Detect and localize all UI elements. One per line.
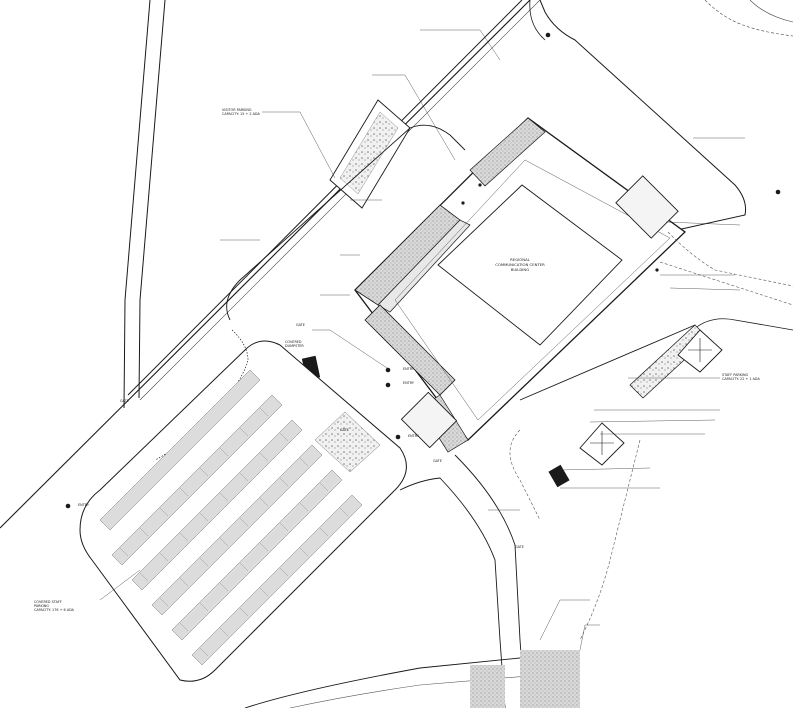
east-road-edge-2 xyxy=(659,261,793,306)
upper-diagonal-road-inner xyxy=(139,0,541,401)
bottom-road xyxy=(244,655,541,708)
covered-parking-stall-ticks xyxy=(119,407,349,657)
south-road-curve xyxy=(509,429,541,521)
north-arrow-markers xyxy=(65,32,781,509)
entry-label-2: ENTRY xyxy=(403,381,414,385)
building-label-line1: REGIONAL xyxy=(510,257,530,262)
equipment-pad-2-x xyxy=(590,431,614,455)
covered-parking-ada xyxy=(314,411,381,473)
bottom-stipple-area xyxy=(520,650,580,708)
building-front-wall xyxy=(377,219,471,313)
entry-label-3: ENTRY xyxy=(408,434,419,438)
top-right-arc xyxy=(749,0,793,23)
equipment-pad-1-x xyxy=(688,338,712,362)
dumpster-south xyxy=(548,464,570,488)
left-road-edge-1 xyxy=(123,0,151,409)
bottom-left-stipple-area xyxy=(470,665,505,708)
upper-diagonal-road xyxy=(127,0,523,396)
gate-label-1: GATE xyxy=(120,399,129,403)
gate-label-small: GATE xyxy=(340,428,349,432)
left-road-edge-2 xyxy=(138,0,166,399)
gate-label-3: GATE xyxy=(433,459,442,463)
bottom-road-2 xyxy=(289,674,541,708)
top-right-contour xyxy=(704,0,793,37)
east-stair-block xyxy=(615,175,679,239)
visitor-parking-label: VISITOR PARKING CAPACITY: 15 + 2 ADA xyxy=(222,108,260,116)
gate-label-4: GATE xyxy=(296,323,305,327)
building-core xyxy=(437,184,623,346)
building-label-line3: BUILDING xyxy=(510,267,530,272)
east-road-edge-3 xyxy=(692,318,793,331)
building-label-line2: COMMUNICATION CENTER xyxy=(495,262,545,267)
leader-lines xyxy=(99,29,745,651)
building-roof-top xyxy=(469,117,546,187)
entry-label-4: ENTRY xyxy=(78,503,89,507)
staff-parking-label: STAFF PARKING CAPACITY: 22 + 1 ADA xyxy=(722,373,760,381)
visitor-parking-stalls xyxy=(339,111,399,195)
entry-label-1: ENTRY xyxy=(403,367,414,371)
southeast-curve xyxy=(579,439,641,641)
main-diagonal-boundary xyxy=(0,0,531,529)
north-parcel-curve xyxy=(529,0,546,41)
gate-label-2: GATE xyxy=(515,545,524,549)
south-road-edge-1 xyxy=(399,477,506,708)
staff-parking-edge xyxy=(519,324,696,401)
south-stair-block xyxy=(400,391,458,449)
south-road-edge-2 xyxy=(454,454,526,708)
building-inner-outline xyxy=(394,159,671,421)
secured-boundary xyxy=(226,124,466,321)
covered-dumpster-label: COVERED DUMPSTER xyxy=(285,340,304,348)
north-parcel-boundary xyxy=(539,0,746,233)
covered-staff-parking-label: COVERED STAFF PARKING CAPACITY: 176 + 6 … xyxy=(34,600,74,612)
east-road-edge-1 xyxy=(667,231,793,287)
covered-parking-rows xyxy=(99,369,363,666)
